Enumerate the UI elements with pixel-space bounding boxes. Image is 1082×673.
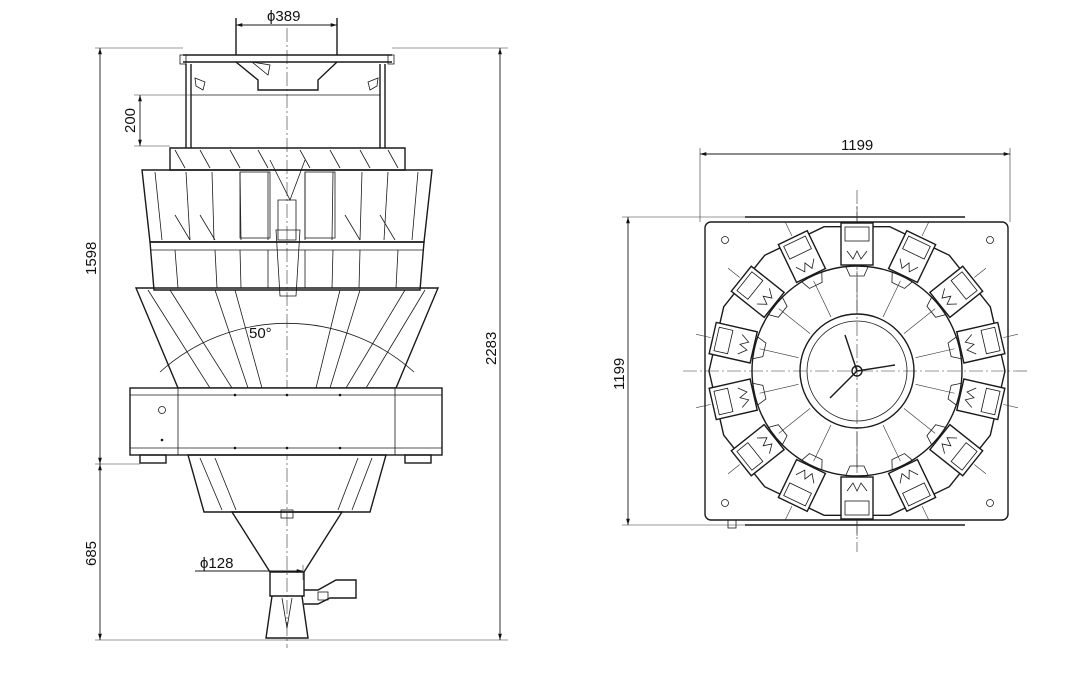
- weigh-head-unit: [727, 408, 811, 477]
- plan-depth-label: 1199: [611, 358, 628, 390]
- weigh-head-unit: [915, 378, 1018, 421]
- upper-height-label: 1598: [83, 242, 100, 275]
- total-height-label: 2283: [483, 332, 500, 365]
- lower-height-label: 685: [83, 541, 100, 566]
- weigh-head-unit: [840, 431, 874, 536]
- top-cone-disc: [799, 313, 915, 429]
- weigh-head-unit: [696, 378, 799, 421]
- weigh-head-unit: [882, 424, 937, 520]
- side-view-dimensions: [95, 23, 508, 641]
- outlet-diameter-label: ϕ128: [200, 555, 233, 572]
- weigh-head-unit: [777, 424, 832, 520]
- weigh-head-unit: [777, 222, 832, 318]
- plan-width-label: 1199: [841, 137, 873, 154]
- side-elevation-view: ϕ389 200 1598 2283 685 ϕ128 50°: [83, 8, 508, 648]
- weigh-head-unit: [915, 321, 1018, 364]
- mounting-holes: [721, 236, 994, 507]
- collecting-chute-cone: [134, 287, 440, 389]
- center-hub-outer: [751, 265, 963, 477]
- weigh-head-unit: [696, 321, 799, 364]
- weigh-head-unit: [727, 265, 811, 334]
- lower-discharge-hopper: [187, 454, 387, 639]
- weigh-head-unit: [903, 408, 987, 477]
- machine-frame-body: [129, 387, 443, 464]
- plan-view-dimensions: [622, 148, 1011, 526]
- cone-angle-label: 50°: [249, 325, 272, 342]
- top-height-label: 200: [122, 108, 139, 133]
- weigh-head-unit: [882, 222, 937, 318]
- hopper-diameter-label: ϕ389: [267, 8, 300, 25]
- feed-bucket-ring: [141, 147, 433, 297]
- bucket-ring-plan: [696, 206, 1018, 536]
- plan-view: 1199 1199: [611, 137, 1030, 552]
- weigh-head-unit: [840, 206, 874, 311]
- weigh-head-unit: [903, 265, 987, 334]
- base-plate: [704, 221, 1009, 521]
- top-feed-hopper: [179, 18, 395, 148]
